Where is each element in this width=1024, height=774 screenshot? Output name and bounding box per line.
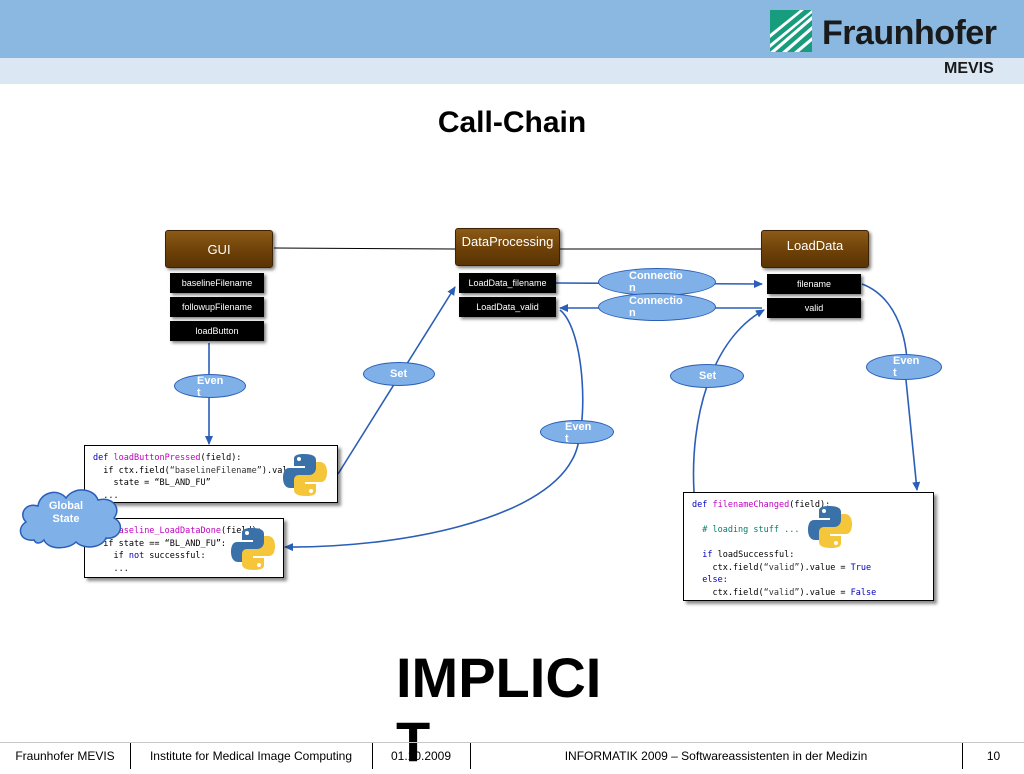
module-loaddata-label: LoadData	[786, 238, 844, 253]
module-dataprocessing[interactable]: DataProcessing	[455, 228, 560, 266]
arrow-event-mid	[284, 309, 584, 552]
header-band	[0, 0, 1024, 58]
arrow-event-right	[861, 283, 921, 491]
global-state-label: Global State	[48, 500, 84, 525]
implicit-heading: IMPLICI T	[396, 646, 602, 773]
footer-event: INFORMATIK 2009 – Softwareassistenten in…	[564, 749, 868, 763]
label-event-mid: Even t	[540, 420, 614, 445]
footer-divider	[470, 743, 471, 769]
gui-field-load-button[interactable]: loadButton	[170, 321, 264, 341]
dp-field-loaddata-valid[interactable]: LoadData_valid	[459, 297, 556, 317]
footer-page-number: 10	[986, 749, 1001, 763]
label-set-right: Set	[670, 364, 744, 388]
footer-institute: Institute for Medical Image Computing	[149, 749, 353, 763]
module-loaddata[interactable]: LoadData	[761, 230, 869, 268]
fraunhofer-logo-icon	[770, 10, 812, 52]
footer-bar: Fraunhofer MEVIS Institute for Medical I…	[0, 742, 1024, 769]
gui-field-followup-filename[interactable]: followupFilename	[170, 297, 264, 317]
logo-sub: MEVIS	[944, 60, 994, 77]
fraunhofer-logo: Fraunhofer MEVIS	[770, 8, 1020, 80]
module-dataprocessing-label: DataProcessing	[461, 234, 554, 249]
dp-field-loaddata-filename[interactable]: LoadData_filename	[459, 273, 556, 293]
global-state-cloud	[19, 489, 122, 549]
gui-field-baseline-filename[interactable]: baselineFilename	[170, 273, 264, 293]
label-event-gui: Even t	[174, 374, 246, 399]
header-band-light	[0, 58, 1024, 84]
label-set-left: Set	[363, 362, 435, 386]
python-logo-icon	[283, 454, 327, 496]
footer-date: 01.10.2009	[390, 749, 452, 763]
module-gui[interactable]: GUI	[165, 230, 273, 268]
python-logo-icon	[231, 528, 275, 570]
logo-name: Fraunhofer	[822, 14, 997, 52]
link-gui-dataprocessing	[273, 247, 456, 250]
footer-org: Fraunhofer MEVIS	[15, 749, 115, 763]
ld-field-valid[interactable]: valid	[767, 298, 861, 318]
module-gui-label: GUI	[207, 242, 231, 257]
label-event-right: Even t	[866, 354, 942, 380]
footer-divider	[130, 743, 131, 769]
footer-divider	[372, 743, 373, 769]
footer-divider	[962, 743, 963, 769]
label-connection-filename: Connectio n	[598, 268, 716, 296]
code-loaddata-handler: def filenameChanged(field): # loading st…	[683, 492, 934, 601]
ld-field-filename[interactable]: filename	[767, 274, 861, 294]
python-logo-icon	[808, 506, 852, 548]
slide-title: Call-Chain	[437, 106, 587, 139]
label-connection-valid: Connectio n	[598, 293, 716, 321]
arrow-set-right	[692, 309, 765, 493]
